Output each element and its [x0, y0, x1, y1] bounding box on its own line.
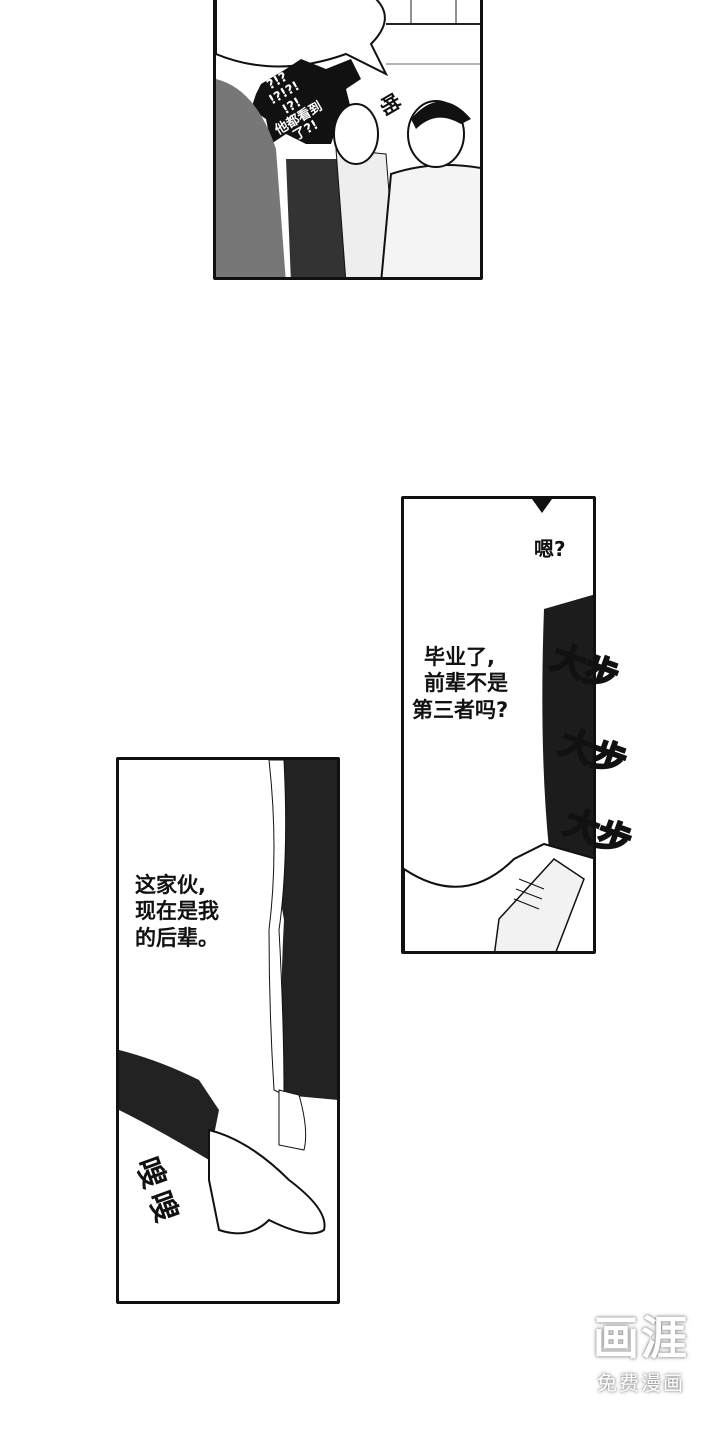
dialogue-graduated: 毕业了, 前辈不是 第三者吗?: [412, 644, 508, 723]
watermark-brand: 画涯: [593, 1311, 689, 1365]
panel-3-art: [119, 760, 337, 1235]
comic-panel-2: 嗯? 毕业了, 前辈不是 第三者吗?: [401, 496, 596, 954]
dialogue-line: 现在是我: [135, 899, 219, 924]
dialogue-junior: 这家伙, 现在是我 的后辈。: [135, 872, 219, 951]
panel-2-art: [404, 499, 593, 951]
comic-panel-3: 这家伙, 现在是我 的后辈。 嗖嗖: [116, 757, 340, 1304]
watermark-tagline: 免费漫画: [597, 1371, 685, 1395]
dialogue-line: 的后辈。: [135, 925, 219, 950]
dialogue-line: 第三者吗?: [412, 697, 509, 722]
dialogue-line: 毕业了,: [424, 645, 495, 669]
dialogue-line: 前辈不是: [424, 671, 508, 696]
panel-1-art: [216, 0, 480, 277]
comic-panel-1: ?!? !?!?! !?! 他都看到 了?! 啪: [213, 0, 483, 280]
watermark-logo: 画涯 免费漫画: [566, 1315, 716, 1396]
dialogue-line: 这家伙,: [135, 873, 206, 897]
dialogue-hm: 嗯?: [534, 537, 566, 561]
